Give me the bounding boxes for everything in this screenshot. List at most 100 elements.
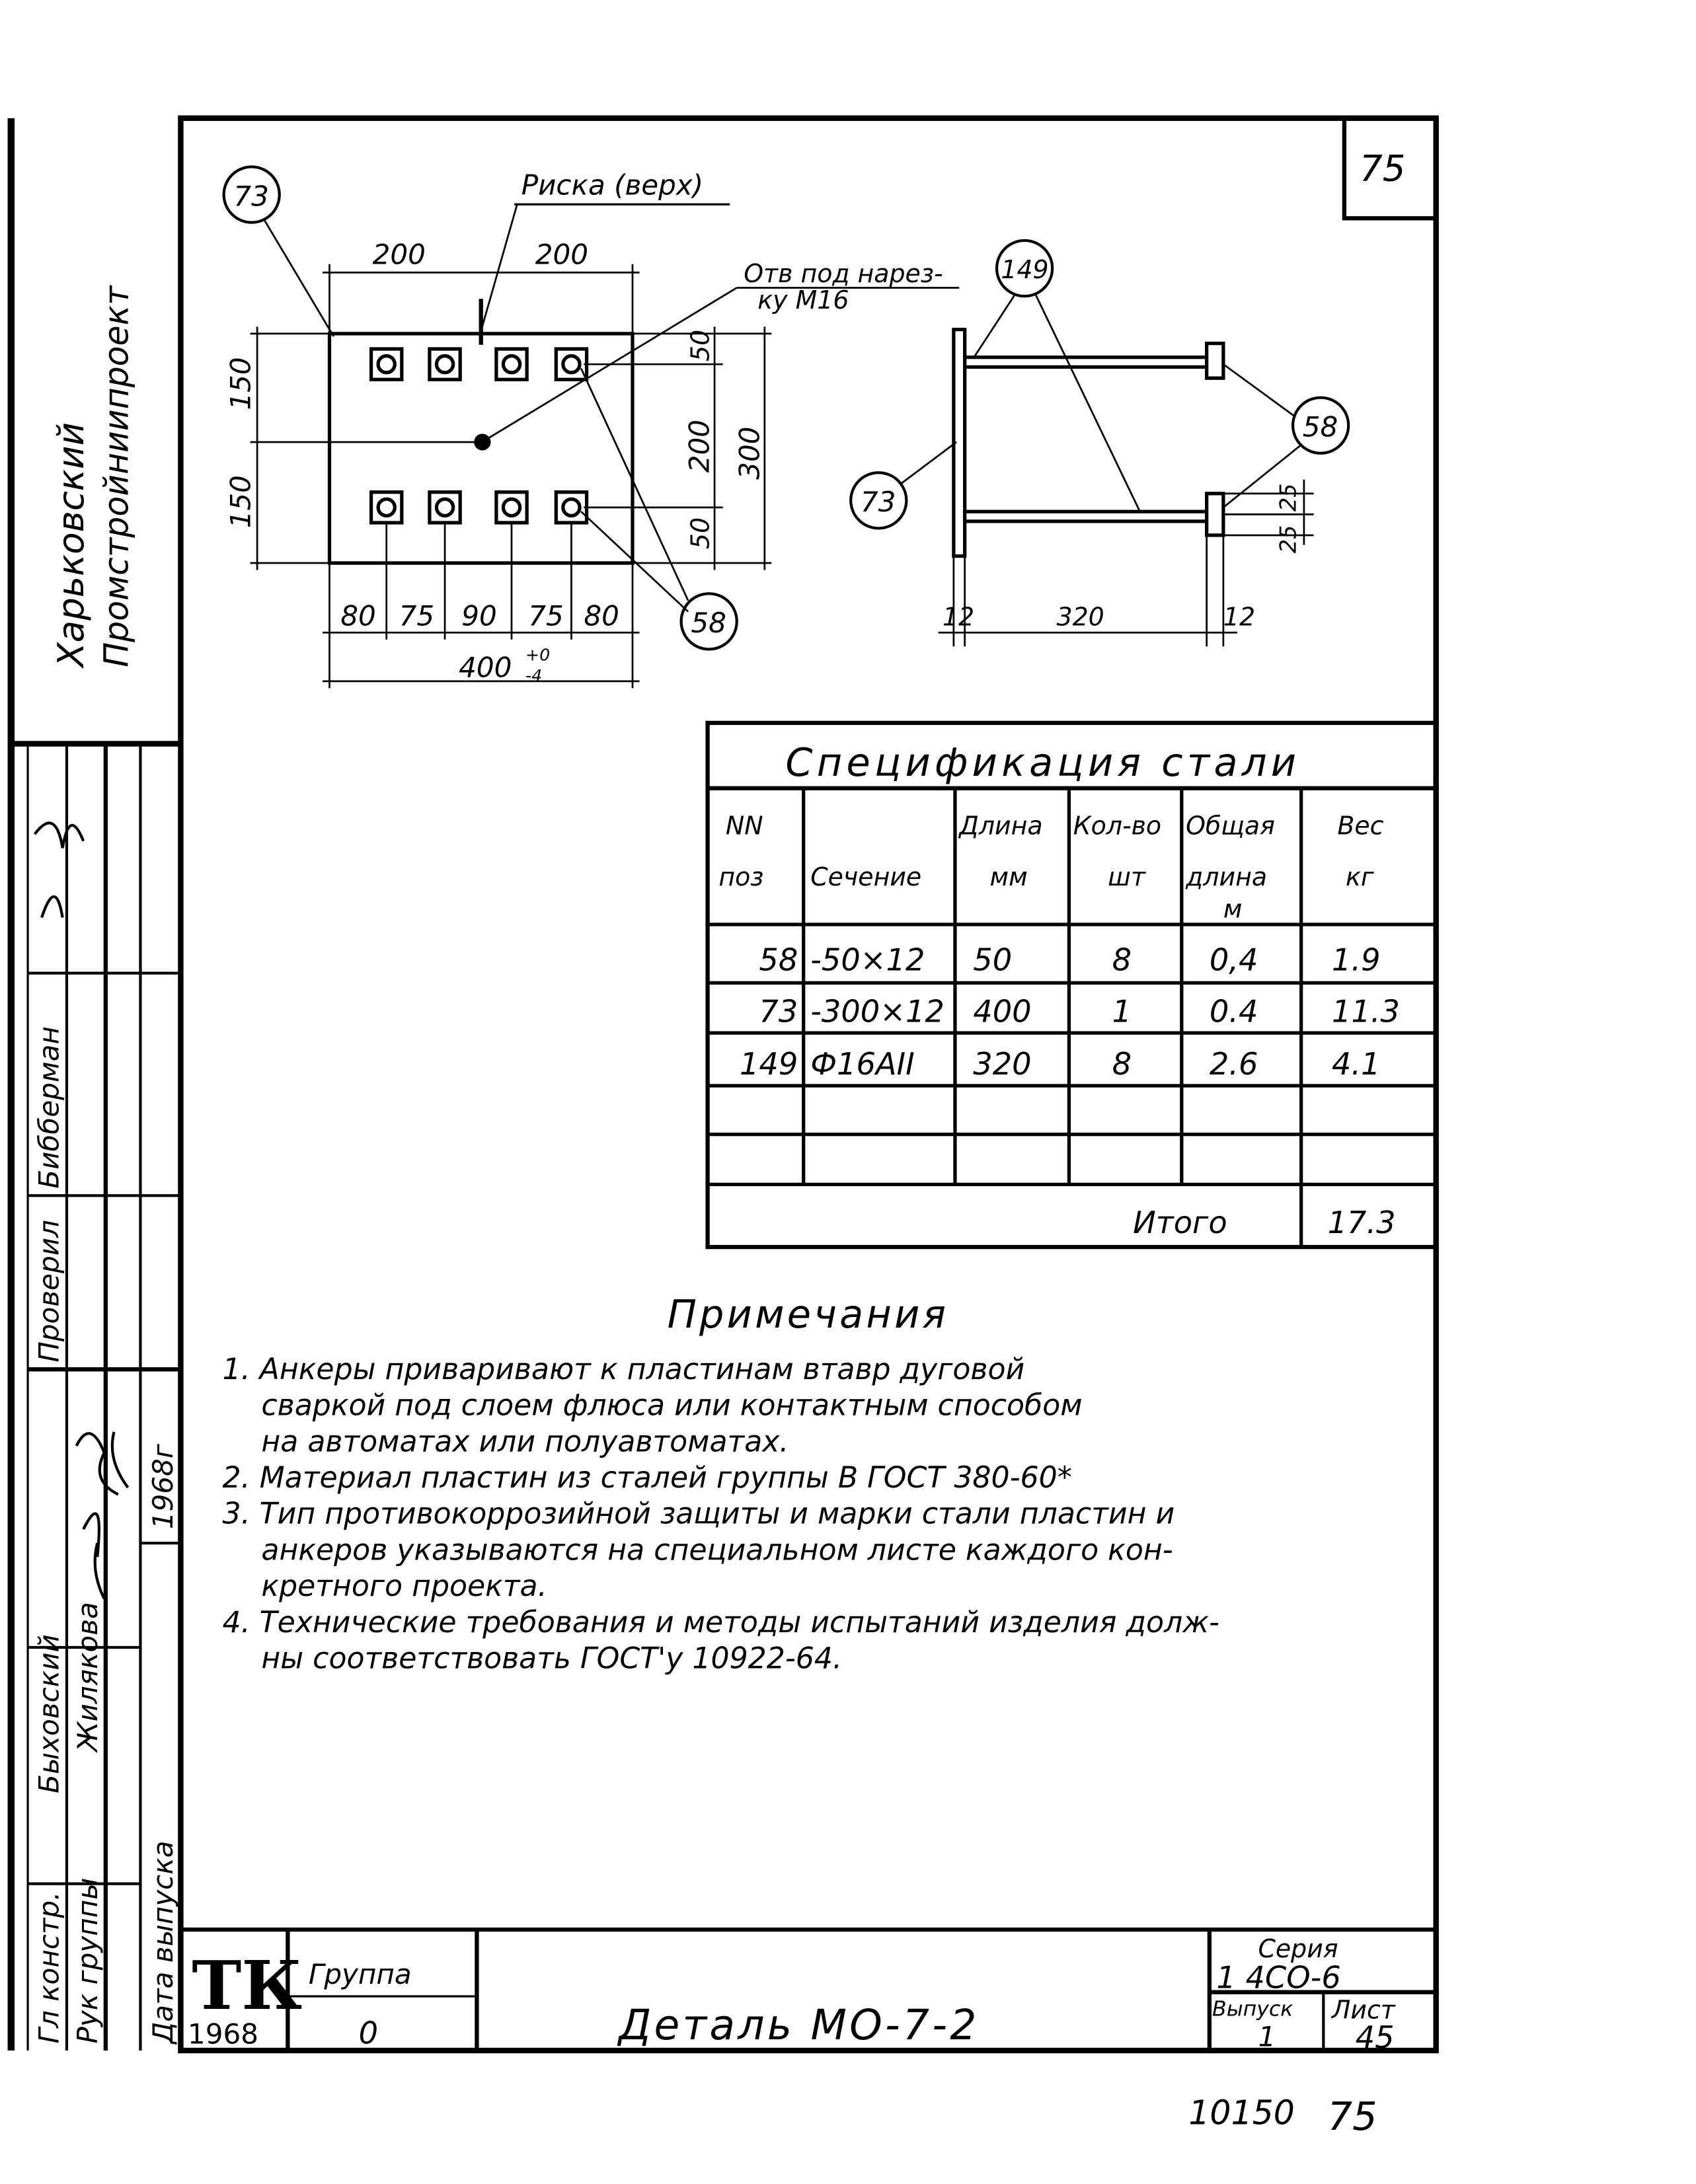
header-total-length-3: м [1223,894,1243,923]
header-pos-1: NN [726,811,763,840]
drawing-title: Деталь МО-7-2 [617,2000,980,2049]
notes: Примечания 1. Анкеры приваривают к пласт… [223,1291,1219,1675]
header-section: Сечение [810,862,921,891]
side-dim-left: 12 [943,603,974,632]
corner-number-box [1342,116,1438,221]
spec-cell: 73 [759,993,798,1029]
name-zhilyakova: Жилякова [71,1602,104,1754]
spec-cell: 0,4 [1210,942,1258,977]
spec-cell: 0.4 [1210,993,1258,1029]
mark-label: Риска (верх) [521,169,703,202]
header-pos-2: поз [718,862,763,891]
role-checked: Проверил [32,1220,65,1363]
header-length-2: мм [990,862,1028,891]
series-label: Серия [1258,1934,1338,1963]
side-dim-h1: 25 [1275,483,1301,511]
dim-top-2: 200 [535,239,588,271]
footer-page: 75 [1328,2093,1377,2139]
notes-title: Примечания [668,1291,949,1337]
sheet-label: Лист [1330,1996,1396,2025]
side-dim-right: 12 [1223,603,1255,632]
spec-cell: Ф16АII [810,1046,915,1082]
header-total-length-2: длина [1185,862,1267,891]
sheet-value: 45 [1356,2019,1395,2055]
role-group-lead: Рук группы [71,1878,104,2044]
header-length-1: Длина [958,811,1042,840]
total-label: Итого [1133,1205,1227,1240]
note-line: ны соответствовать ГОСТ'у 10922-64. [261,1642,842,1676]
spec-cell: 1 [1112,993,1132,1029]
group-value: 0 [359,2015,378,2051]
archive-number: 10150 [1188,2093,1295,2132]
note-line: анкеров указываются на специальном листе… [261,1533,1173,1567]
total-value: 17.3 [1328,1205,1396,1240]
title-block: ТК 1968 Группа 0 Деталь МО-7-2 Серия 1 4… [180,1927,1436,2055]
spec-table-title: Спецификация стали [785,739,1300,785]
threaded-hole [474,433,491,451]
header-qty-1: Кол-во [1073,811,1161,840]
spec-cell: 1.9 [1332,942,1381,977]
dim-left-2: 150 [225,475,257,528]
issue-label: Выпуск [1212,1997,1293,2021]
dim-bottom-3: 90 [461,600,497,632]
dim-tol-upper: +0 [525,645,550,664]
corner-number: 75 [1360,147,1406,189]
note-line: 3. Тип противокоррозийной защиты и марки… [223,1497,1175,1531]
callout-anchor-side: 58 [1303,411,1338,443]
header-weight-2: кг [1346,862,1375,891]
note-line: 1. Анкеры приваривают к пластинам втавр … [223,1353,1025,1386]
dim-right-3: 50 [686,517,715,549]
dim-right-1: 50 [686,330,715,361]
spec-cell: 320 [973,1046,1031,1082]
spec-cell: 400 [973,993,1031,1029]
note-line: сваркой под слоем флюса или контактным с… [261,1389,1082,1423]
spec-cell: 8 [1112,1046,1132,1082]
spec-cell: 8 [1112,942,1132,977]
side-dim-mid: 320 [1056,603,1104,632]
org-name-line1: Харьковский [50,422,92,669]
dim-left-1: 150 [225,357,257,410]
note-line: 2. Материал пластин из сталей группы В Г… [223,1461,1072,1495]
note-line: кретного проекта. [261,1569,547,1603]
issue-value: 1 [1258,2021,1276,2053]
dim-right-total: 300 [733,426,765,479]
tk-logo: ТК [192,1946,302,2025]
dim-bottom-2: 75 [399,600,435,632]
spec-cell: 11.3 [1332,993,1400,1029]
note-line: на автоматах или полуавтоматах. [261,1425,789,1458]
spec-cell: -50×12 [810,942,925,977]
hole-label-2: ку М16 [757,285,849,315]
group-label: Группа [309,1958,412,1990]
spec-cell: 58 [759,942,798,977]
role-release-date: Дата выпуска [147,1840,179,2045]
spec-cell: 149 [740,1046,798,1082]
org-name-line2: Промстройниипроект [97,285,136,667]
callout-plate-side: 73 [861,486,896,518]
header-qty-2: шт [1108,862,1146,891]
header-total-length-1: Общая [1186,811,1275,840]
dim-tol-lower: -4 [525,666,542,685]
dim-bottom-1: 80 [340,600,376,632]
side-dim-h2: 25 [1275,525,1301,553]
header-weight-1: Вес [1337,811,1383,840]
side-stamp: Харьковский Промстройниипроект Бибберман… [11,285,181,2051]
spec-cell: 2.6 [1210,1046,1258,1082]
series-value: 1 4СО-6 [1216,1959,1340,1995]
spec-table: Спецификация стали NN поз Сечение Длина … [705,720,1438,1250]
dim-bottom-4: 75 [528,600,564,632]
spec-cell: 4.1 [1332,1046,1381,1082]
release-date: 1968г [147,1443,179,1529]
assembly-side-view: 12 320 12 25 25 149 58 73 [849,239,1350,647]
dim-bottom-5: 80 [584,600,619,632]
hole-label-1: Отв под нарез- [744,259,943,288]
spec-cell: 50 [973,942,1012,977]
dim-top-1: 200 [373,239,426,271]
signature [33,821,130,1600]
spec-cell: -300×12 [810,993,944,1029]
role-chief-designer: Гл констр. [32,1891,65,2043]
callout-anchor-front: 58 [691,607,726,639]
role-bibberman: Бибберман [32,1026,65,1189]
plate-front-view: 200 200 150 150 50 200 50 300 80 75 90 7… [222,165,960,689]
dim-right-2: 200 [683,420,716,472]
